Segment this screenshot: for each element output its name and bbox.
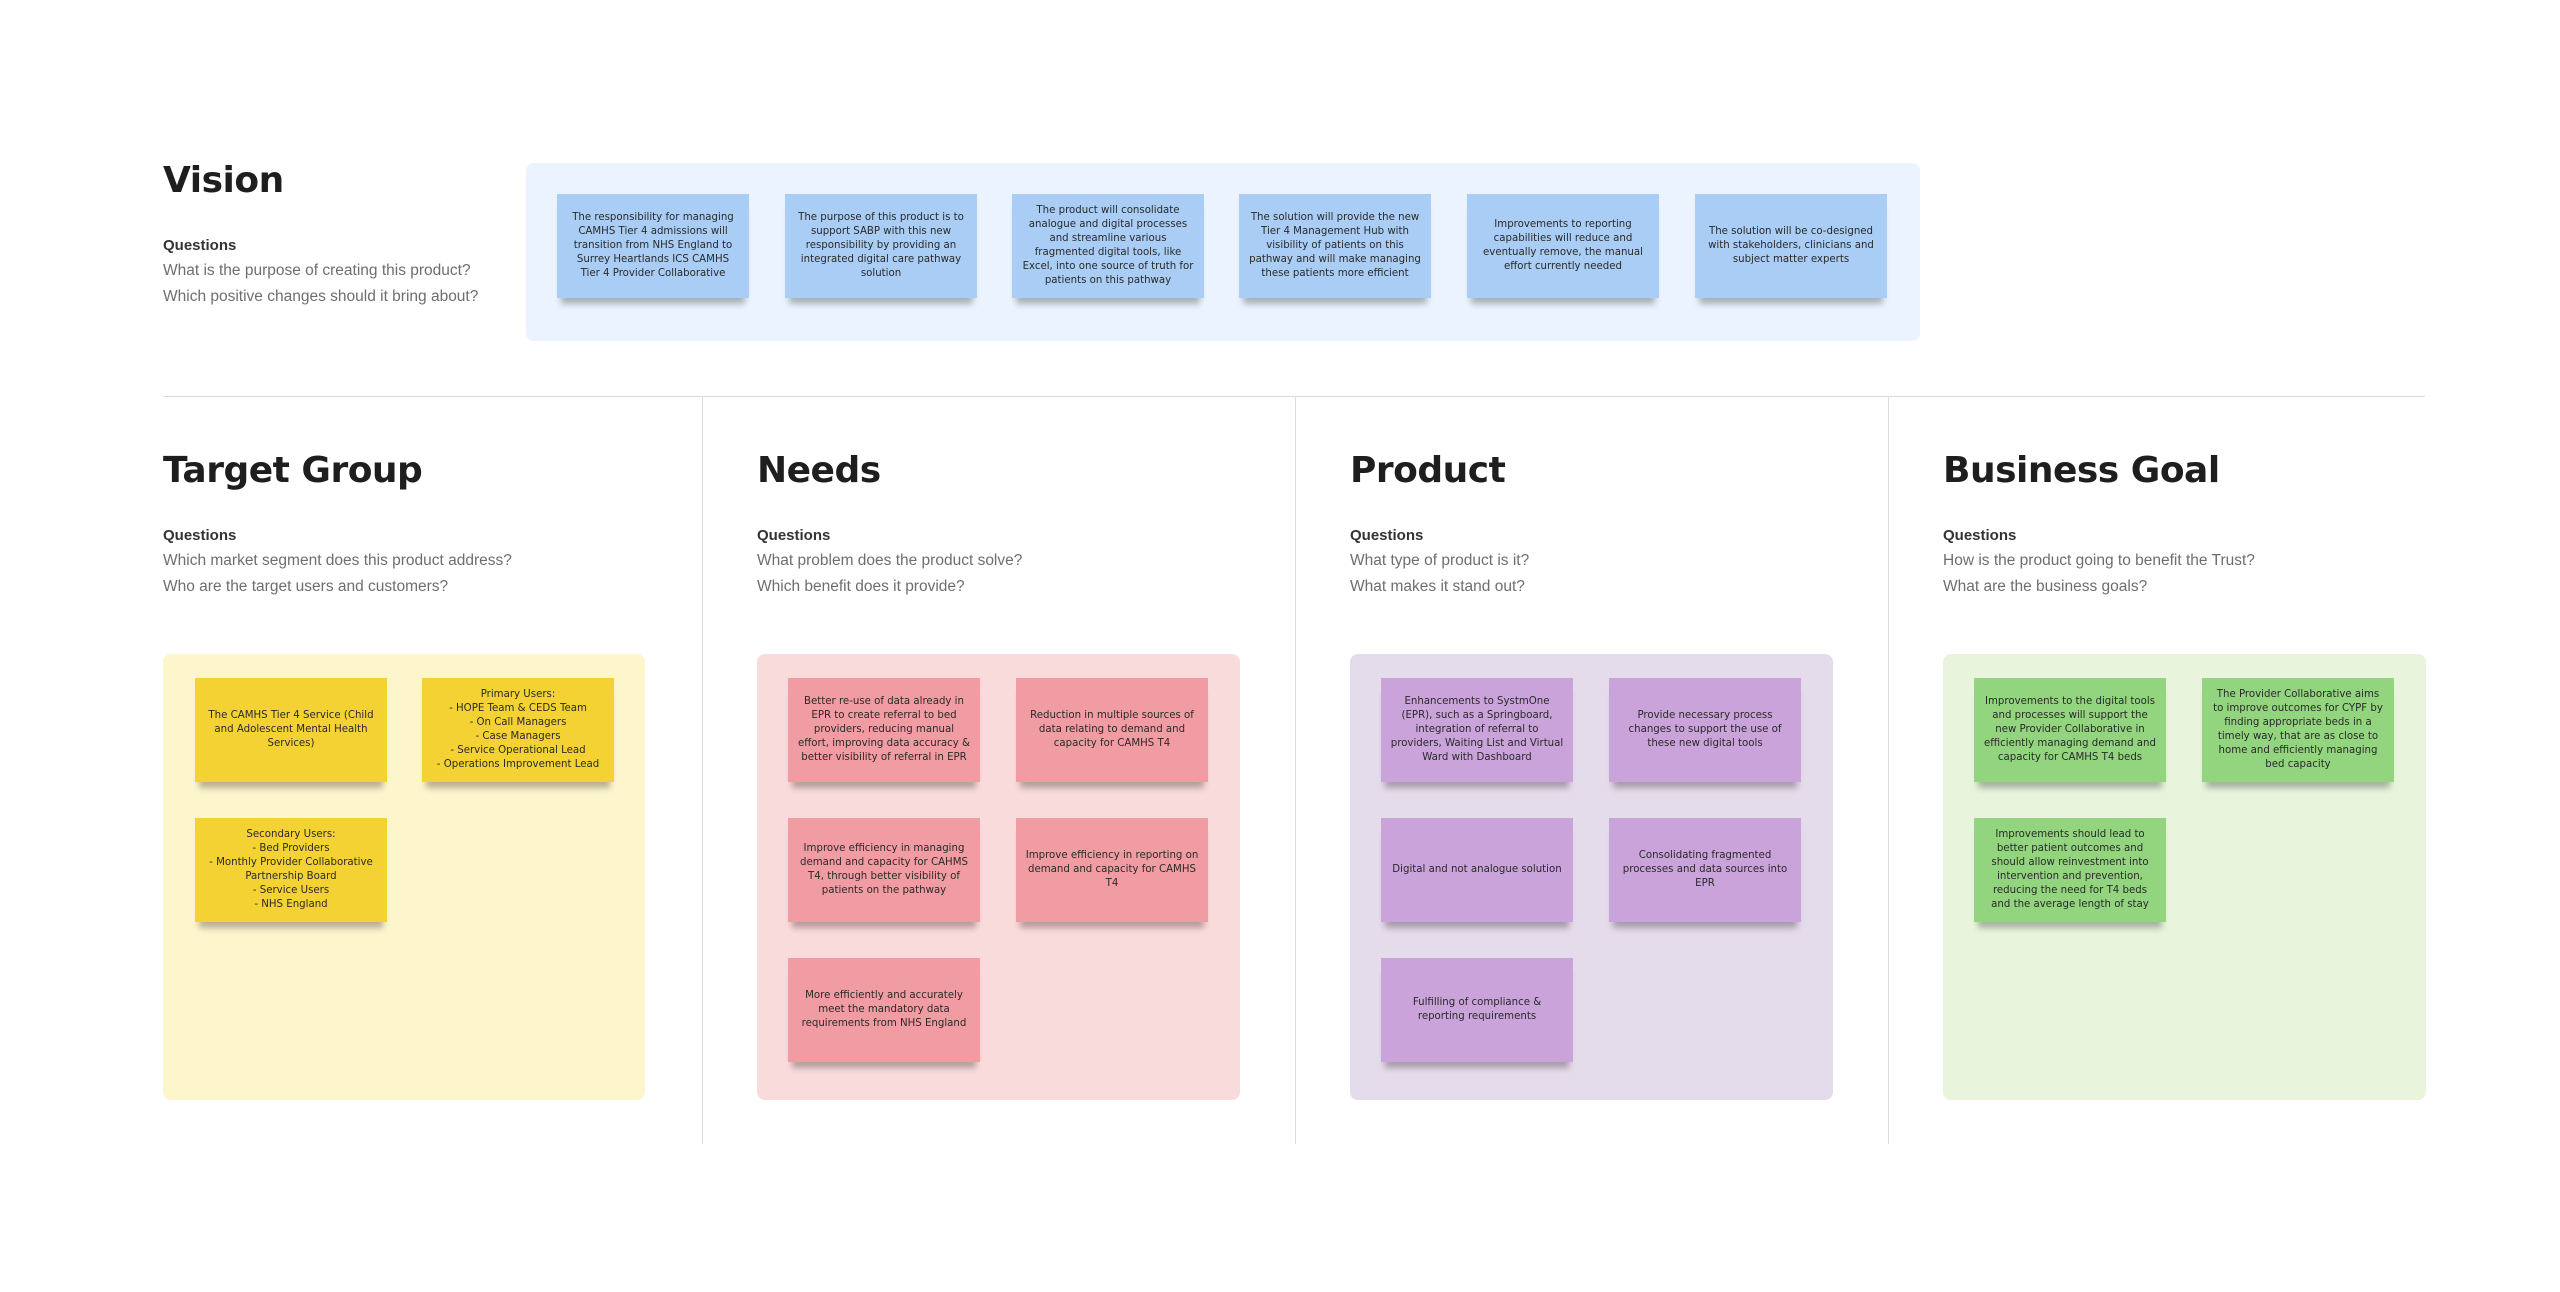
vision-sticky-note[interactable]: The responsibility for managing CAMHS Ti… <box>557 194 749 298</box>
business-goal-sticky-note[interactable]: Improvements should lead to better patie… <box>1974 818 2166 922</box>
product-sticky-note[interactable]: Digital and not analogue solution <box>1381 818 1573 922</box>
vision-sticky-note[interactable]: The solution will provide the new Tier 4… <box>1239 194 1431 298</box>
needs-sticky-note[interactable]: Better re-use of data already in EPR to … <box>788 678 980 782</box>
product-title: Product <box>1350 450 1506 491</box>
target-group-questions-label: Questions <box>163 527 237 544</box>
vision-sticky-note[interactable]: Improvements to reporting capabilities w… <box>1467 194 1659 298</box>
needs-sticky-note[interactable]: Improve efficiency in managing demand an… <box>788 818 980 922</box>
vision-title: Vision <box>163 160 284 201</box>
needs-sticky-note[interactable]: More efficiently and accurately meet the… <box>788 958 980 1062</box>
product-question-1: What type of product is it? <box>1350 552 1530 569</box>
section-divider <box>163 396 2425 397</box>
vision-questions-label: Questions <box>163 237 237 254</box>
vision-sticky-note[interactable]: The product will consolidate analogue an… <box>1012 194 1204 298</box>
product-sticky-note[interactable]: Consolidating fragmented processes and d… <box>1609 818 1801 922</box>
business-goal-sticky-note[interactable]: Improvements to the digital tools and pr… <box>1974 678 2166 782</box>
needs-question-1: What problem does the product solve? <box>757 552 1023 569</box>
needs-questions-label: Questions <box>757 527 831 544</box>
vision-question-2: Which positive changes should it bring a… <box>163 288 479 305</box>
target-group-question-2: Who are the target users and customers? <box>163 578 449 595</box>
business-goal-sticky-note[interactable]: The Provider Collaborative aims to impro… <box>2202 678 2394 782</box>
column-divider <box>1888 396 1889 1144</box>
vision-sticky-note[interactable]: The solution will be co-designed with st… <box>1695 194 1887 298</box>
product-sticky-note[interactable]: Provide necessary process changes to sup… <box>1609 678 1801 782</box>
business-goal-question-1: How is the product going to benefit the … <box>1943 552 2255 569</box>
vision-panel[interactable] <box>526 163 1920 341</box>
target-group-sticky-note[interactable]: Primary Users: - HOPE Team & CEDS Team -… <box>422 678 614 782</box>
business-goal-question-2: What are the business goals? <box>1943 578 2148 595</box>
target-group-question-1: Which market segment does this product a… <box>163 552 512 569</box>
needs-sticky-note[interactable]: Improve efficiency in reporting on deman… <box>1016 818 1208 922</box>
product-sticky-note[interactable]: Enhancements to SystmOne (EPR), such as … <box>1381 678 1573 782</box>
target-group-sticky-note[interactable]: Secondary Users: - Bed Providers - Month… <box>195 818 387 922</box>
product-sticky-note[interactable]: Fulfilling of compliance & reporting req… <box>1381 958 1573 1062</box>
column-divider <box>702 396 703 1144</box>
product-question-2: What makes it stand out? <box>1350 578 1525 595</box>
target-group-sticky-note[interactable]: The CAMHS Tier 4 Service (Child and Adol… <box>195 678 387 782</box>
needs-title: Needs <box>757 450 881 491</box>
needs-question-2: Which benefit does it provide? <box>757 578 965 595</box>
vision-question-1: What is the purpose of creating this pro… <box>163 262 471 279</box>
target-group-title: Target Group <box>163 450 423 491</box>
needs-sticky-note[interactable]: Reduction in multiple sources of data re… <box>1016 678 1208 782</box>
vision-sticky-note[interactable]: The purpose of this product is to suppor… <box>785 194 977 298</box>
product-questions-label: Questions <box>1350 527 1424 544</box>
business-goal-title: Business Goal <box>1943 450 2220 491</box>
business-goal-questions-label: Questions <box>1943 527 2017 544</box>
column-divider <box>1295 396 1296 1144</box>
